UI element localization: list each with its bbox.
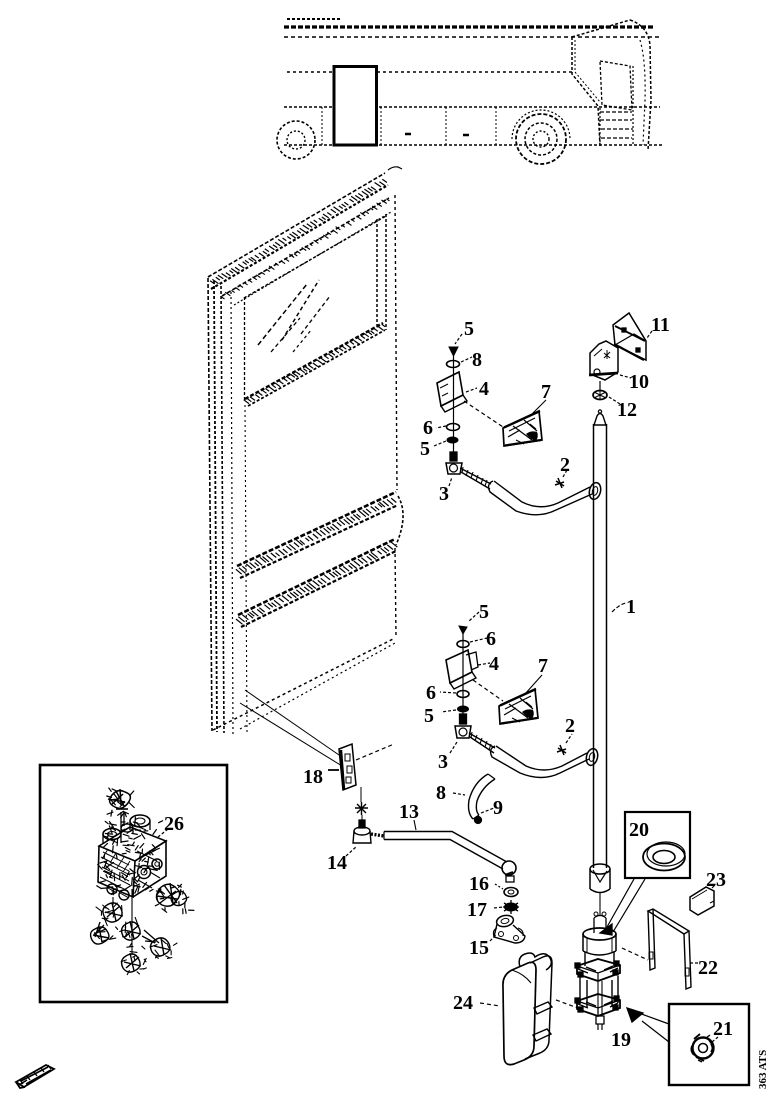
svg-text:4: 4 bbox=[489, 653, 499, 675]
svg-text:5: 5 bbox=[420, 438, 430, 460]
svg-text:2: 2 bbox=[560, 454, 570, 476]
svg-text:6: 6 bbox=[426, 682, 436, 704]
svg-text:18: 18 bbox=[303, 766, 323, 788]
svg-text:6: 6 bbox=[486, 628, 496, 650]
svg-text:6: 6 bbox=[423, 417, 433, 439]
svg-text:8: 8 bbox=[472, 349, 482, 371]
svg-text:4: 4 bbox=[479, 378, 489, 400]
svg-text:20: 20 bbox=[629, 819, 649, 841]
svg-text:19: 19 bbox=[611, 1029, 631, 1051]
svg-text:3: 3 bbox=[438, 751, 448, 773]
svg-text:7: 7 bbox=[541, 381, 551, 403]
svg-text:22: 22 bbox=[698, 957, 718, 979]
svg-text:363 ATS: 363 ATS bbox=[757, 1050, 769, 1089]
svg-text:9: 9 bbox=[493, 797, 503, 819]
svg-text:5: 5 bbox=[479, 601, 489, 623]
svg-text:1: 1 bbox=[626, 596, 636, 618]
svg-text:12: 12 bbox=[617, 399, 637, 421]
svg-text:21: 21 bbox=[713, 1018, 733, 1040]
svg-text:16: 16 bbox=[469, 873, 489, 895]
svg-text:15: 15 bbox=[469, 937, 489, 959]
svg-text:8: 8 bbox=[436, 782, 446, 804]
svg-text:3: 3 bbox=[439, 483, 449, 505]
svg-text:24: 24 bbox=[453, 992, 473, 1014]
svg-text:17: 17 bbox=[467, 899, 487, 921]
svg-text:2: 2 bbox=[565, 715, 575, 737]
svg-text:10: 10 bbox=[629, 371, 649, 393]
svg-text:13: 13 bbox=[399, 801, 419, 823]
svg-text:23: 23 bbox=[706, 869, 726, 891]
svg-text:11: 11 bbox=[651, 314, 670, 336]
svg-text:14: 14 bbox=[327, 852, 347, 874]
svg-text:5: 5 bbox=[424, 705, 434, 727]
svg-text:26: 26 bbox=[164, 813, 184, 835]
svg-text:5: 5 bbox=[464, 318, 474, 340]
svg-text:7: 7 bbox=[538, 655, 548, 677]
